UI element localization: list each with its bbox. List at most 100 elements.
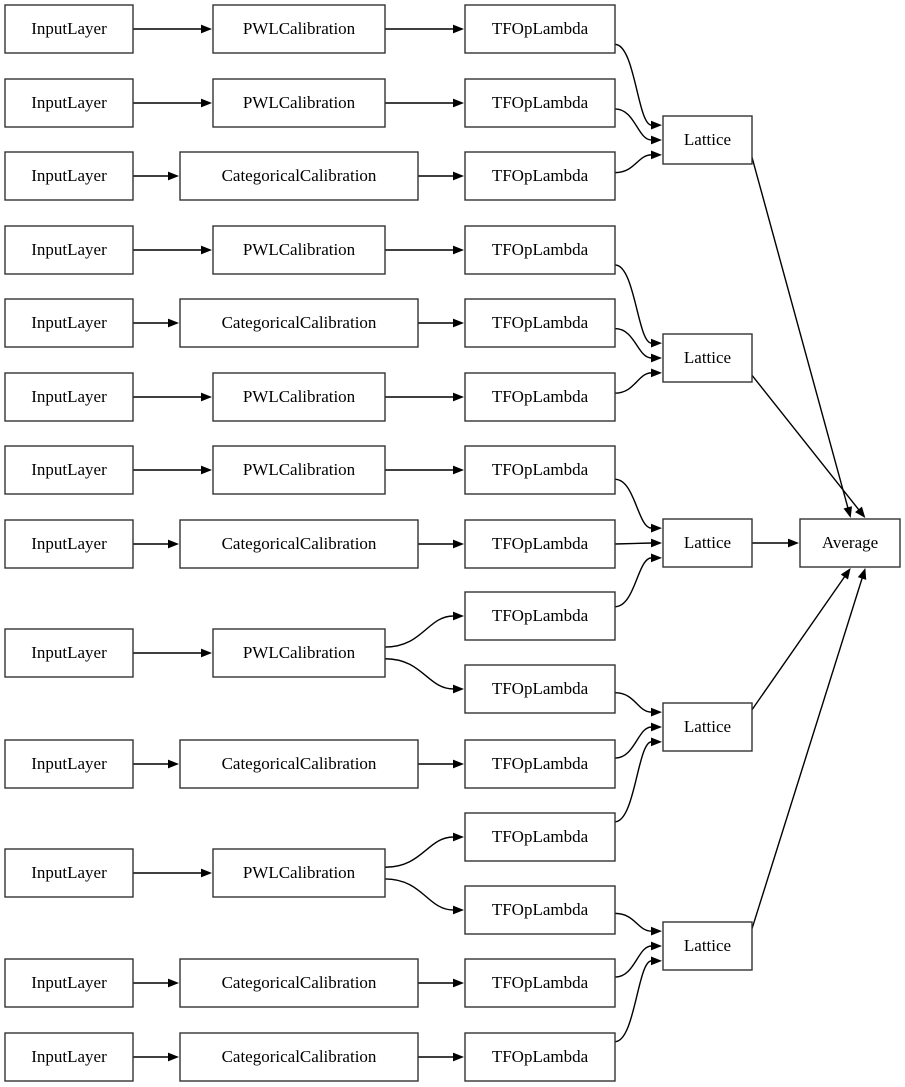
arrow-head-icon bbox=[453, 978, 464, 988]
node-op[interactable]: TFOpLambda bbox=[464, 78, 616, 128]
node-box bbox=[212, 848, 386, 898]
node-box bbox=[4, 372, 134, 422]
node-box bbox=[464, 1032, 616, 1082]
node-op[interactable]: TFOpLambda bbox=[464, 885, 616, 935]
node-calibration[interactable]: PWLCalibration bbox=[212, 848, 386, 898]
node-box bbox=[4, 445, 134, 495]
node-calibration[interactable]: PWLCalibration bbox=[212, 225, 386, 275]
node-op[interactable]: TFOpLambda bbox=[464, 372, 616, 422]
node-label: TFOpLambda bbox=[492, 606, 589, 625]
node-box bbox=[4, 1032, 134, 1082]
node-label: CategoricalCalibration bbox=[222, 973, 377, 992]
node-box bbox=[4, 519, 134, 569]
node-input[interactable]: InputLayer bbox=[4, 445, 134, 495]
arrow-head-icon bbox=[201, 24, 212, 34]
node-input[interactable]: InputLayer bbox=[4, 628, 134, 678]
node-op[interactable]: TFOpLambda bbox=[464, 445, 616, 495]
node-box bbox=[179, 1032, 419, 1082]
node-box bbox=[4, 151, 134, 201]
node-input[interactable]: InputLayer bbox=[4, 225, 134, 275]
node-op[interactable]: TFOpLambda bbox=[464, 4, 616, 54]
node-op[interactable]: TFOpLambda bbox=[464, 664, 616, 714]
node-calibration[interactable]: PWLCalibration bbox=[212, 78, 386, 128]
node-op[interactable]: TFOpLambda bbox=[464, 812, 616, 862]
arrow-head-icon bbox=[651, 120, 662, 130]
node-label: Lattice bbox=[684, 533, 731, 552]
node-lattice[interactable]: Lattice bbox=[662, 921, 753, 971]
node-label: TFOpLambda bbox=[492, 534, 589, 553]
node-calibration[interactable]: CategoricalCalibration bbox=[179, 1032, 419, 1082]
node-input[interactable]: InputLayer bbox=[4, 4, 134, 54]
node-op[interactable]: TFOpLambda bbox=[464, 739, 616, 789]
node-label: InputLayer bbox=[31, 387, 107, 406]
node-label: InputLayer bbox=[31, 534, 107, 553]
node-lattice[interactable]: Lattice bbox=[662, 333, 753, 383]
node-lattice[interactable]: Lattice bbox=[662, 518, 753, 568]
arrow-head-icon bbox=[651, 737, 662, 747]
node-label: CategoricalCalibration bbox=[222, 166, 377, 185]
node-input[interactable]: InputLayer bbox=[4, 372, 134, 422]
arrow-head-icon bbox=[453, 832, 464, 842]
node-input[interactable]: InputLayer bbox=[4, 848, 134, 898]
node-calibration[interactable]: CategoricalCalibration bbox=[179, 958, 419, 1008]
node-calibration[interactable]: CategoricalCalibration bbox=[179, 298, 419, 348]
arrow-head-icon bbox=[168, 171, 179, 181]
node-label: InputLayer bbox=[31, 863, 107, 882]
edge-line bbox=[614, 542, 652, 545]
node-box bbox=[464, 445, 616, 495]
node-calibration[interactable]: CategoricalCalibration bbox=[179, 151, 419, 201]
arrow-head-icon bbox=[855, 506, 866, 518]
edge-line bbox=[751, 157, 849, 509]
node-box bbox=[212, 4, 386, 54]
node-box bbox=[464, 372, 616, 422]
node-lattice[interactable]: Lattice bbox=[662, 702, 753, 752]
node-box bbox=[464, 885, 616, 935]
node-label: TFOpLambda bbox=[492, 313, 589, 332]
arrow-head-icon bbox=[168, 318, 179, 328]
node-calibration[interactable]: PWLCalibration bbox=[212, 628, 386, 678]
edge-line bbox=[614, 264, 652, 344]
node-label: CategoricalCalibration bbox=[222, 313, 377, 332]
node-calibration[interactable]: PWLCalibration bbox=[212, 4, 386, 54]
node-label: Lattice bbox=[684, 130, 731, 149]
node-label: PWLCalibration bbox=[243, 863, 356, 882]
node-op[interactable]: TFOpLambda bbox=[464, 519, 616, 569]
node-box bbox=[179, 739, 419, 789]
arrow-head-icon bbox=[651, 722, 662, 732]
node-box bbox=[212, 628, 386, 678]
node-output[interactable]: Average bbox=[799, 518, 901, 568]
node-label: InputLayer bbox=[31, 240, 107, 259]
node-calibration[interactable]: CategoricalCalibration bbox=[179, 739, 419, 789]
arrow-head-icon bbox=[453, 539, 464, 549]
node-input[interactable]: InputLayer bbox=[4, 1032, 134, 1082]
node-input[interactable]: InputLayer bbox=[4, 298, 134, 348]
node-calibration[interactable]: PWLCalibration bbox=[212, 445, 386, 495]
node-box bbox=[464, 78, 616, 128]
node-input[interactable]: InputLayer bbox=[4, 78, 134, 128]
arrow-head-icon bbox=[651, 353, 662, 363]
node-op[interactable]: TFOpLambda bbox=[464, 151, 616, 201]
node-label: TFOpLambda bbox=[492, 1047, 589, 1066]
node-input[interactable]: InputLayer bbox=[4, 151, 134, 201]
arrow-head-icon bbox=[201, 245, 212, 255]
node-label: Lattice bbox=[684, 348, 731, 367]
node-op[interactable]: TFOpLambda bbox=[464, 958, 616, 1008]
node-op[interactable]: TFOpLambda bbox=[464, 591, 616, 641]
node-op[interactable]: TFOpLambda bbox=[464, 298, 616, 348]
node-input[interactable]: InputLayer bbox=[4, 739, 134, 789]
node-calibration[interactable]: PWLCalibration bbox=[212, 372, 386, 422]
node-lattice[interactable]: Lattice bbox=[662, 115, 753, 165]
node-box bbox=[799, 518, 901, 568]
arrow-head-icon bbox=[201, 868, 212, 878]
node-calibration[interactable]: CategoricalCalibration bbox=[179, 519, 419, 569]
node-box bbox=[179, 298, 419, 348]
node-input[interactable]: InputLayer bbox=[4, 958, 134, 1008]
arrow-head-icon bbox=[453, 611, 464, 621]
arrow-head-icon bbox=[651, 338, 662, 348]
node-op[interactable]: TFOpLambda bbox=[464, 225, 616, 275]
node-input[interactable]: InputLayer bbox=[4, 519, 134, 569]
node-label: Lattice bbox=[684, 717, 731, 736]
node-op[interactable]: TFOpLambda bbox=[464, 1032, 616, 1082]
